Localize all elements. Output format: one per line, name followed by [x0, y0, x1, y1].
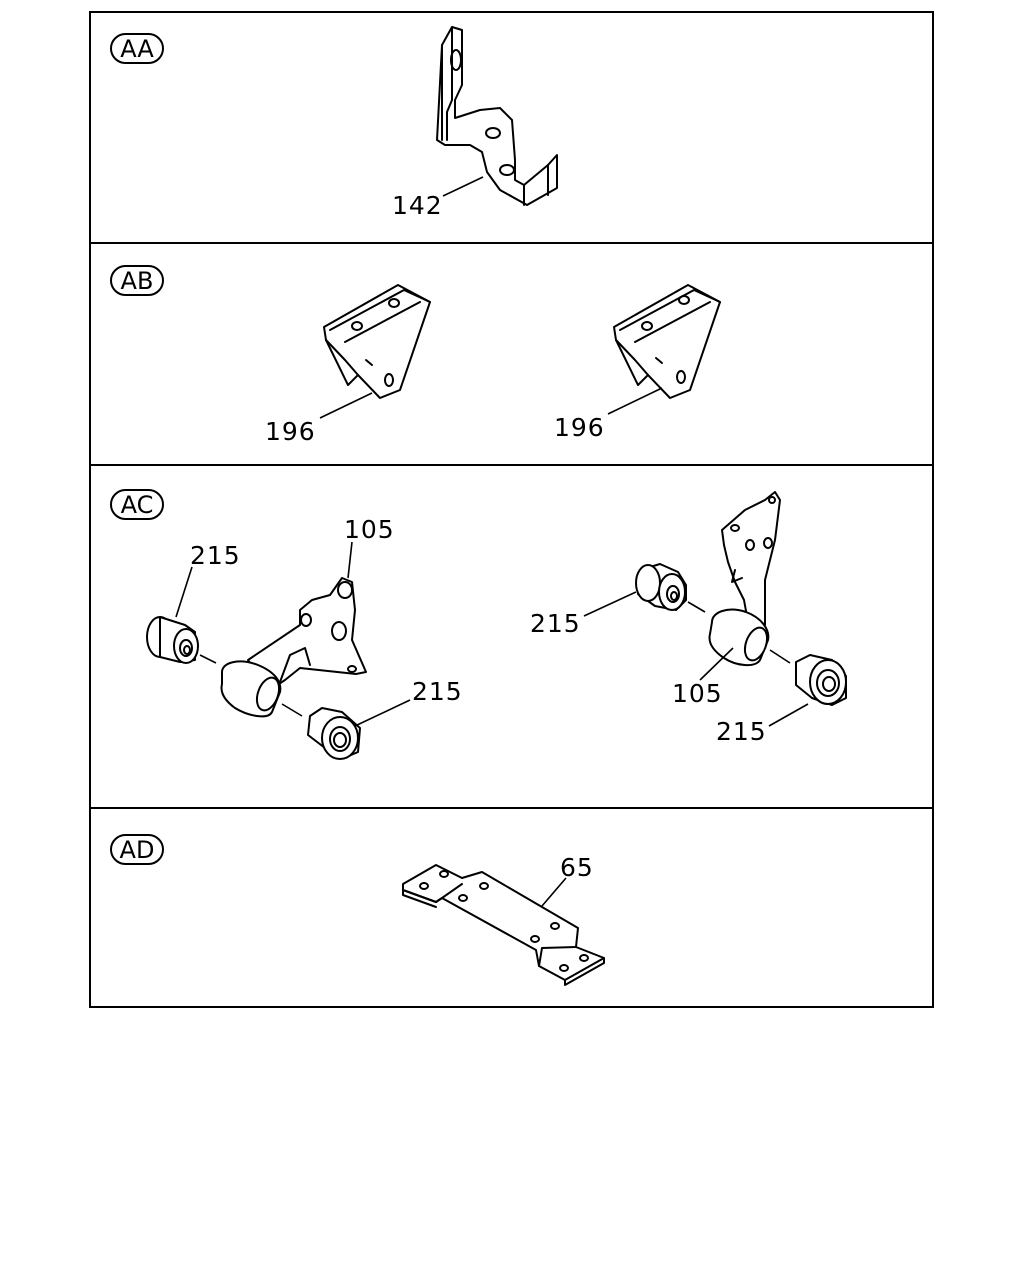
callout-105-left-leader: [347, 541, 353, 579]
callout-215-left-lower-leader: [354, 699, 411, 727]
section-aa-badge: AA: [110, 33, 164, 64]
callout-215-right-lower-leader: [768, 703, 809, 727]
bushing-215-left-upper-drawing: [146, 616, 217, 664]
callout-215-left-upper-leader: [175, 566, 193, 618]
section-ab-badge: AB: [110, 265, 164, 296]
section-ad: AD 65: [110, 834, 605, 986]
section-ac-code: AC: [121, 491, 154, 519]
plate-65-drawing: [402, 864, 605, 986]
section-ac: AC 21: [110, 489, 847, 760]
bushing-215-right-upper-drawing: [635, 563, 706, 613]
callout-65-leader: [541, 877, 567, 907]
callout-196-right-leader: [607, 387, 663, 415]
section-ad-code: AD: [120, 836, 155, 864]
callout-215-left-upper: 215: [190, 541, 241, 570]
section-ad-badge: AD: [110, 834, 164, 865]
callout-215-right-lower: 215: [716, 717, 767, 746]
section-ab: AB 196 196: [110, 265, 721, 446]
callout-105-right: 105: [672, 679, 723, 708]
callout-142-leader: [442, 176, 484, 197]
bracket-196-left-drawing: [323, 284, 431, 399]
callout-196-right: 196: [554, 413, 605, 442]
callout-196-left-leader: [319, 392, 373, 419]
callout-142: 142: [392, 191, 443, 220]
section-aa-code: AA: [120, 35, 154, 63]
section-ac-badge: AC: [110, 489, 164, 520]
callout-105-right-leader: [699, 647, 734, 681]
diagram-frame: [89, 11, 934, 1008]
bracket-105-left-drawing: [220, 577, 367, 718]
callout-65: 65: [560, 853, 594, 882]
bushing-215-right-lower-drawing: [769, 649, 847, 706]
callout-215-right-upper: 215: [530, 609, 581, 638]
section-ab-code: AB: [121, 267, 154, 295]
callout-105-left: 105: [344, 515, 395, 544]
bracket-142-drawing: [436, 26, 558, 206]
callout-215-left-lower: 215: [412, 677, 463, 706]
callout-196-left: 196: [265, 417, 316, 446]
bushing-215-left-lower-drawing: [281, 703, 361, 760]
bracket-196-right-drawing: [613, 284, 721, 399]
bracket-105-right-drawing: [708, 491, 781, 666]
section-aa: AA 142: [110, 26, 558, 220]
callout-215-right-upper-leader: [583, 591, 637, 617]
